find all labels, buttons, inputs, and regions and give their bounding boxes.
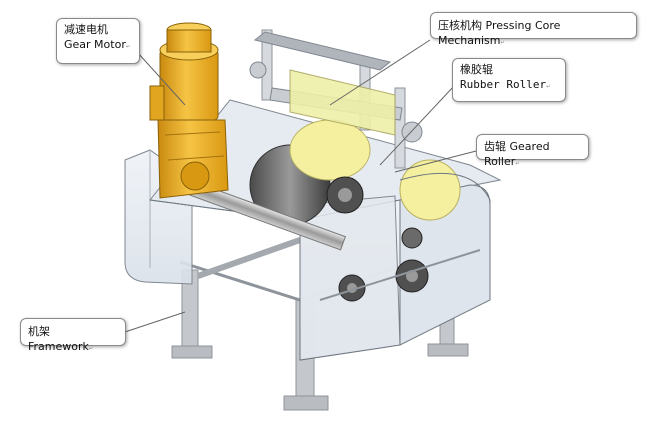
pressing-core-frame: [249, 29, 423, 169]
return-mark: ↵: [515, 161, 520, 167]
gear-motor: [149, 22, 229, 199]
return-mark: ↵: [88, 346, 94, 352]
label-framework-en: Framework: [28, 340, 89, 353]
leader-framework: [124, 311, 186, 333]
return-mark: ↵: [500, 40, 505, 46]
label-framework-zh: 机架: [28, 325, 50, 338]
label-geared-roller: 齿辊 Geared Roller↵: [476, 134, 589, 168]
label-geared-roller-zh: 齿辊: [484, 140, 506, 153]
leader-lines: [124, 39, 481, 333]
leader-pressing-core: [329, 39, 431, 106]
label-framework: 机架 Framework↵: [20, 318, 126, 353]
leader-geared-roller: [394, 149, 481, 173]
label-gear-motor-en-text: Gear Motor: [64, 38, 126, 51]
label-gear-motor-zh: 减速电机: [64, 23, 108, 36]
label-pressing-core-en: Pressing Core Mechanism: [438, 19, 561, 47]
label-rubber-roller-zh: 橡胶辊: [460, 63, 493, 76]
label-gear-motor: 减速电机 Gear Motor↵: [56, 18, 140, 64]
label-rubber-roller-en: Rubber Roller: [460, 78, 547, 91]
return-mark: ↵: [546, 84, 551, 90]
leader-gear-motor: [137, 52, 186, 106]
return-mark: ↵: [125, 44, 131, 50]
label-gear-motor-en: Gear Motor↵: [64, 37, 132, 55]
label-rubber-roller-en-row: Rubber Roller↵: [460, 77, 558, 95]
label-pressing-core-zh: 压核机构: [438, 19, 482, 32]
label-pressing-core: 压核机构 Pressing Core Mechanism↵: [430, 12, 637, 47]
label-rubber-roller: 橡胶辊 Rubber Roller↵: [452, 58, 566, 102]
label-geared-roller-en: Geared Roller: [484, 140, 550, 168]
right-guard: [319, 172, 491, 301]
leader-rubber-roller: [379, 84, 456, 166]
